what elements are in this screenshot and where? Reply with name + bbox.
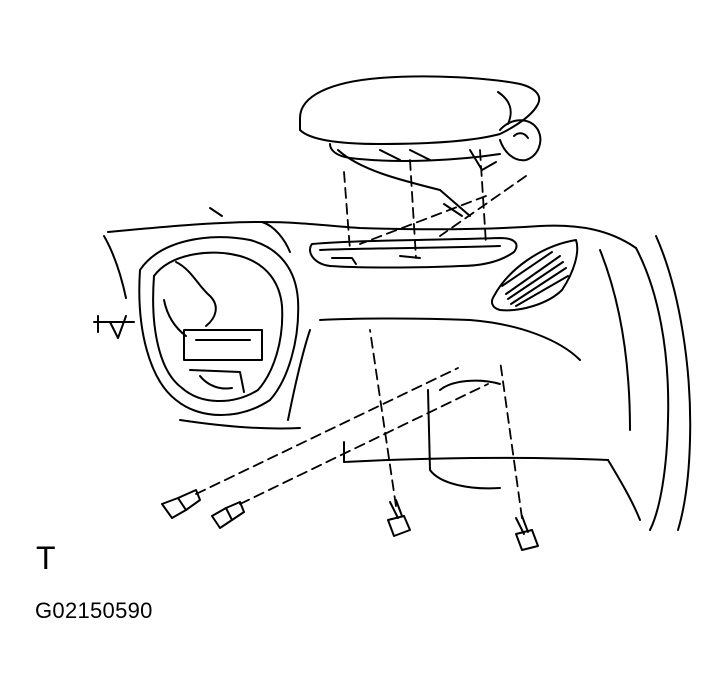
bolt-3: [387, 499, 411, 537]
dashboard-outline: [93, 221, 692, 531]
alignment-guides: [195, 149, 527, 519]
air-vent: [491, 239, 579, 312]
airbag-module: [209, 75, 542, 217]
view-label: T: [36, 540, 56, 576]
steering-opening: [138, 236, 300, 416]
bolt-2: [211, 501, 245, 529]
figure-code: G02150590: [35, 598, 153, 623]
bolt-4: [515, 515, 539, 551]
airbag-opening: [309, 237, 518, 269]
bolt-1: [161, 489, 201, 519]
